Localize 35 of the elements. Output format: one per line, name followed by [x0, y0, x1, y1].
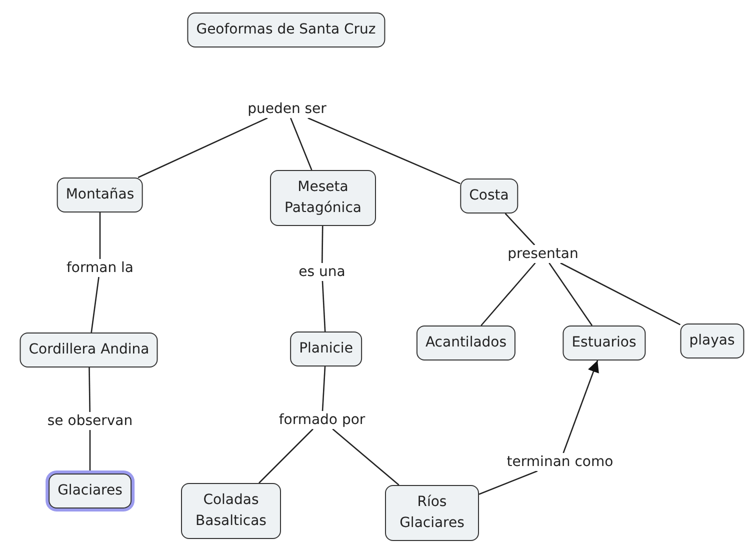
concept-box: Geoformas de Santa Cruz	[187, 12, 385, 48]
connector-line	[89, 430, 91, 474]
connector-line	[99, 212, 101, 259]
concept-box: Ríos Glaciares	[385, 485, 479, 541]
connector-line	[290, 118, 312, 170]
connector-line	[480, 262, 536, 326]
connector-line	[88, 368, 91, 412]
concept-box: Montañas	[56, 178, 144, 212]
linking-phrase: terminan como	[504, 453, 616, 471]
concept-box: Meseta Patagónica	[270, 170, 376, 226]
linking-phrase: pueden ser	[246, 100, 328, 118]
concept-box: Glaciares	[48, 474, 132, 508]
concept-box: Costa	[460, 178, 518, 214]
connector-line	[548, 262, 593, 326]
connector-line	[321, 226, 324, 263]
connector-line	[560, 262, 681, 326]
connector-line	[138, 117, 268, 178]
connector-line	[90, 276, 100, 333]
connector-line	[322, 280, 326, 332]
connector-line	[322, 366, 326, 412]
concept-box: Cordillera Andina	[20, 332, 158, 368]
concept-box: playas	[680, 324, 744, 358]
concept-box: Planicie	[290, 332, 362, 366]
connector-line	[478, 470, 538, 495]
connector-line	[504, 213, 536, 246]
linking-phrase: formado por	[276, 411, 368, 429]
concept-box: Acantilados	[416, 326, 516, 360]
linking-phrase: forman la	[64, 259, 136, 277]
concept-box: Coladas Basalticas	[181, 483, 281, 539]
arrow	[562, 360, 599, 454]
connector-line	[308, 117, 460, 184]
linking-phrase: presentan	[506, 245, 580, 263]
concept-box: Estuarios	[562, 326, 646, 360]
connector-line	[332, 428, 400, 486]
connector-line	[258, 428, 314, 484]
